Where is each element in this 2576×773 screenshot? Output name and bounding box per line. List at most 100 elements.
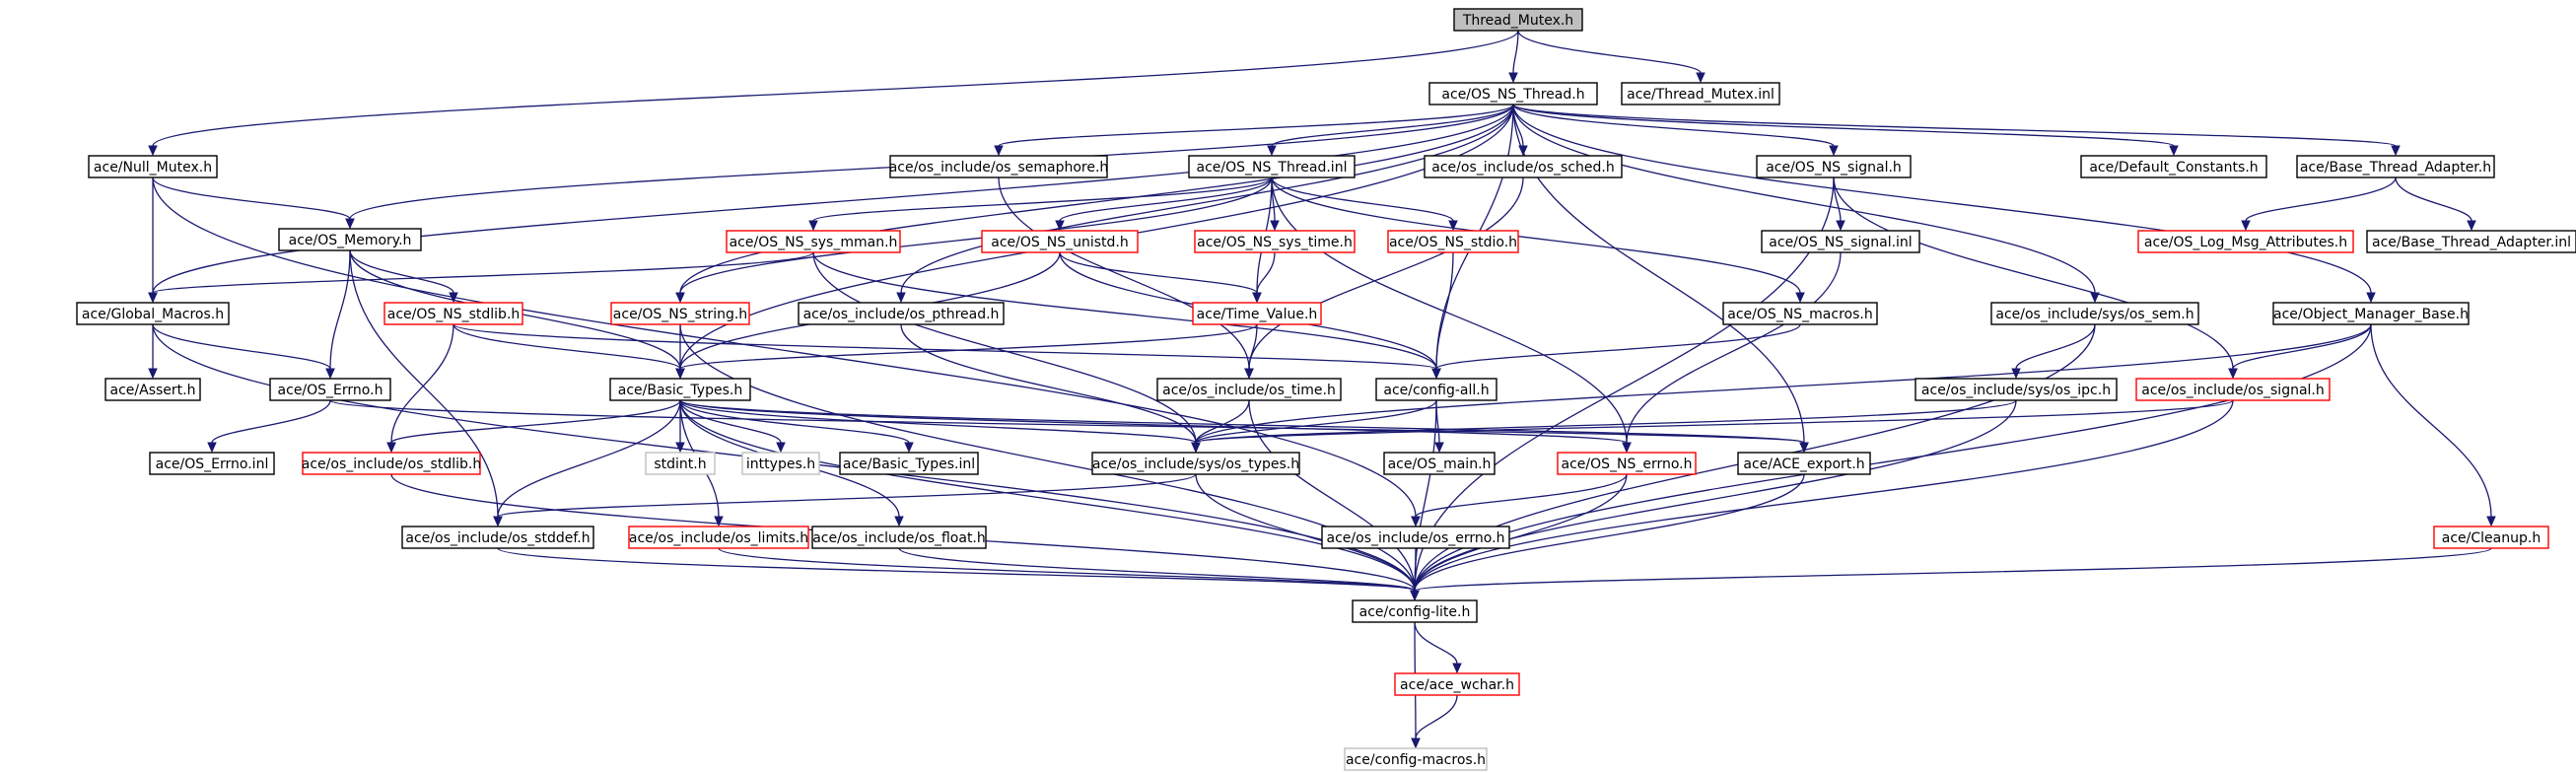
node-stdint-h[interactable]: stdint.h (645, 452, 716, 475)
node-label: ace/OS_NS_stdio.h (1389, 235, 1517, 250)
node-label: ace/Null_Mutex.h (94, 160, 212, 176)
node-thread-mutex-h[interactable]: Thread_Mutex.h (1453, 8, 1583, 32)
node-label: ace/os_include/os_errno.h (1327, 530, 1505, 546)
node-label: ace/Basic_Types.h (618, 383, 742, 398)
edge-time_value_h-to-os_time_h (1244, 323, 1258, 380)
node-os-ns-stdio-h[interactable]: ace/OS_NS_stdio.h (1387, 230, 1519, 253)
node-os-errno-h[interactable]: ace/OS_Errno.h (269, 378, 391, 401)
node-label: stdint.h (654, 457, 706, 472)
node-label: ace/Assert.h (110, 383, 196, 398)
edge-os_ns_thread_h-to-os_semaphore_h (994, 104, 1514, 157)
edge-os_memory_h-to-os_errno_h (325, 249, 351, 380)
edge-os_ns_thread_h-to-object_manager_base_h (1512, 104, 2376, 304)
node-global-macros-h[interactable]: ace/Global_Macros.h (76, 302, 230, 325)
node-label: ace/os_include/os_semaphore.h (889, 160, 1109, 176)
node-label: ace/ace_wchar.h (1400, 677, 1514, 693)
edge-basic_types_h-to-os_ns_errno_h (679, 399, 1632, 454)
node-base-thread-adapter-inl[interactable]: ace/Base_Thread_Adapter.inl (2366, 230, 2576, 253)
edge-os_ns_thread_inl-to-os_ns_sys_mman_h (808, 176, 1273, 232)
node-os-sched-h[interactable]: ace/os_include/os_sched.h (1424, 155, 1623, 178)
node-os-ns-stdlib-h[interactable]: ace/OS_NS_stdlib.h (383, 302, 523, 325)
node-label: ace/config-all.h (1383, 383, 1489, 398)
node-os-float-h[interactable]: ace/os_include/os_float.h (811, 526, 987, 549)
edge-basic_types_h-to-basic_types_inl (679, 399, 914, 454)
node-os-ns-thread-h[interactable]: ace/OS_NS_Thread.h (1428, 82, 1598, 105)
edge-os_ns_sys_mman_h-to-global_macros_h (148, 251, 814, 304)
node-default-constants-h[interactable]: ace/Default_Constants.h (2080, 155, 2267, 178)
node-os-types-h[interactable]: ace/os_include/sys/os_types.h (1091, 452, 1300, 475)
node-label: ace/OS_NS_Thread.h (1441, 87, 1584, 103)
node-time-value-h[interactable]: ace/Time_Value.h (1192, 302, 1322, 325)
node-os-stddef-h[interactable]: ace/os_include/os_stddef.h (401, 526, 594, 549)
node-os-errno-inl[interactable]: ace/OS_Errno.inl (149, 452, 275, 475)
node-label: ace/OS_NS_string.h (613, 307, 747, 322)
edge-os_ns_signal_h-to-os_signal_h (1833, 176, 2238, 380)
node-object-manager-base-h[interactable]: ace/Object_Manager_Base.h (2272, 302, 2470, 325)
edge-global_macros_h-to-os_errno_h (152, 323, 335, 380)
edge-config_lite_h-to-ace_wchar_h (1414, 621, 1462, 674)
node-os-stdlib-h[interactable]: ace/os_include/os_stdlib.h (302, 452, 481, 475)
node-os-ns-sys-mman-h[interactable]: ace/OS_NS_sys_mman.h (726, 230, 901, 253)
node-label: ace/os_include/os_pthread.h (803, 307, 1000, 322)
edge-os_ns_thread_inl-to-os_ns_macros_h (1271, 176, 1805, 304)
node-label: ace/OS_Errno.h (278, 383, 383, 398)
edge-os_ns_macros_h-to-config_all_h (1431, 323, 1801, 380)
node-label: Thread_Mutex.h (1462, 13, 1573, 29)
node-config-all-h[interactable]: ace/config-all.h (1375, 378, 1497, 401)
node-label: ace/Base_Thread_Adapter.inl (2372, 235, 2571, 250)
node-cleanup-h[interactable]: ace/Cleanup.h (2433, 526, 2549, 549)
node-label: ace/os_include/os_float.h (812, 530, 986, 546)
node-os-ns-thread-inl[interactable]: ace/OS_NS_Thread.inl (1188, 155, 1356, 178)
node-os-log-msg-attributes-h[interactable]: ace/OS_Log_Msg_Attributes.h (2137, 230, 2354, 253)
node-label: ace/os_include/os_sched.h (1431, 160, 1614, 176)
node-os-sem-h[interactable]: ace/os_include/sys/os_sem.h (1990, 302, 2199, 325)
node-label: ace/OS_NS_Thread.inl (1197, 160, 1348, 176)
node-os-ns-signal-h[interactable]: ace/OS_NS_signal.h (1756, 155, 1912, 178)
node-label: ace/os_include/sys/os_ipc.h (1921, 383, 2111, 398)
node-os-ns-string-h[interactable]: ace/OS_NS_string.h (610, 302, 750, 325)
node-base-thread-adapter-h[interactable]: ace/Base_Thread_Adapter.h (2296, 155, 2495, 178)
edge-os_errno_h-to-os_errno_inl (207, 399, 331, 454)
node-os-pthread-h[interactable]: ace/os_include/os_pthread.h (798, 302, 1005, 325)
node-label: ace/os_include/os_signal.h (2141, 383, 2325, 398)
edge-os_sched_h-to-os_time_h (1244, 176, 1524, 380)
node-label: inttypes.h (746, 457, 815, 472)
node-inttypes-h[interactable]: inttypes.h (741, 452, 820, 475)
node-basic-types-inl[interactable]: ace/Basic_Types.inl (839, 452, 979, 475)
node-label: ace/OS_Memory.h (289, 233, 412, 248)
node-assert-h[interactable]: ace/Assert.h (104, 378, 201, 401)
node-os-ns-macros-h[interactable]: ace/OS_NS_macros.h (1722, 302, 1878, 325)
node-ace-wchar-h[interactable]: ace/ace_wchar.h (1394, 672, 1520, 696)
node-label: ace/OS_NS_signal.h (1766, 160, 1902, 176)
node-basic-types-h[interactable]: ace/Basic_Types.h (609, 378, 751, 401)
node-config-macros-h[interactable]: ace/config-macros.h (1344, 747, 1488, 771)
node-config-lite-h[interactable]: ace/config-lite.h (1352, 599, 1478, 623)
node-os-ns-signal-inl[interactable]: ace/OS_NS_signal.inl (1761, 230, 1920, 253)
edge-os_ns_thread_inl-to-os_ns_stdio_h (1271, 176, 1458, 232)
node-label: ace/Object_Manager_Base.h (2273, 307, 2469, 322)
node-os-errno-inc-h[interactable]: ace/os_include/os_errno.h (1321, 526, 1510, 549)
node-os-ns-unistd-h[interactable]: ace/OS_NS_unistd.h (981, 230, 1139, 253)
edge-thread_mutex_h-to-null_mutex_h (148, 30, 1519, 157)
node-os-limits-h[interactable]: ace/os_include/os_limits.h (628, 526, 809, 549)
node-null-mutex-h[interactable]: ace/Null_Mutex.h (88, 155, 218, 178)
node-os-signal-h[interactable]: ace/os_include/os_signal.h (2135, 378, 2331, 401)
node-label: ace/os_include/os_time.h (1162, 383, 1336, 398)
nodes-layer: Thread_Mutex.h ace/OS_NS_Thread.h ace/Thre… (76, 8, 2576, 771)
node-label: ace/Thread_Mutex.inl (1627, 87, 1775, 103)
edge-os_limits_h-to-config_lite_h (718, 547, 1420, 601)
node-ace-export-h[interactable]: ace/ACE_export.h (1737, 452, 1871, 475)
node-label: ace/OS_NS_errno.h (1561, 457, 1692, 472)
node-os-time-h[interactable]: ace/os_include/os_time.h (1156, 378, 1342, 401)
node-os-memory-h[interactable]: ace/OS_Memory.h (278, 228, 422, 251)
node-os-ipc-h[interactable]: ace/os_include/sys/os_ipc.h (1915, 378, 2118, 401)
node-os-main-h[interactable]: ace/OS_main.h (1383, 452, 1496, 475)
edge-os_ns_errno_h-to-os_errno_inc_h (1411, 473, 1628, 527)
node-os-ns-sys-time-h[interactable]: ace/OS_NS_sys_time.h (1194, 230, 1356, 253)
node-thread-mutex-inl[interactable]: ace/Thread_Mutex.inl (1621, 82, 1780, 105)
node-os-semaphore-h[interactable]: ace/os_include/os_semaphore.h (889, 155, 1109, 178)
node-os-ns-errno-h[interactable]: ace/OS_NS_errno.h (1557, 452, 1697, 475)
edge-os_memory_h-to-os_ns_stdlib_h (349, 249, 458, 304)
edge-object_manager_base_h-to-os_signal_h (2228, 323, 2372, 380)
